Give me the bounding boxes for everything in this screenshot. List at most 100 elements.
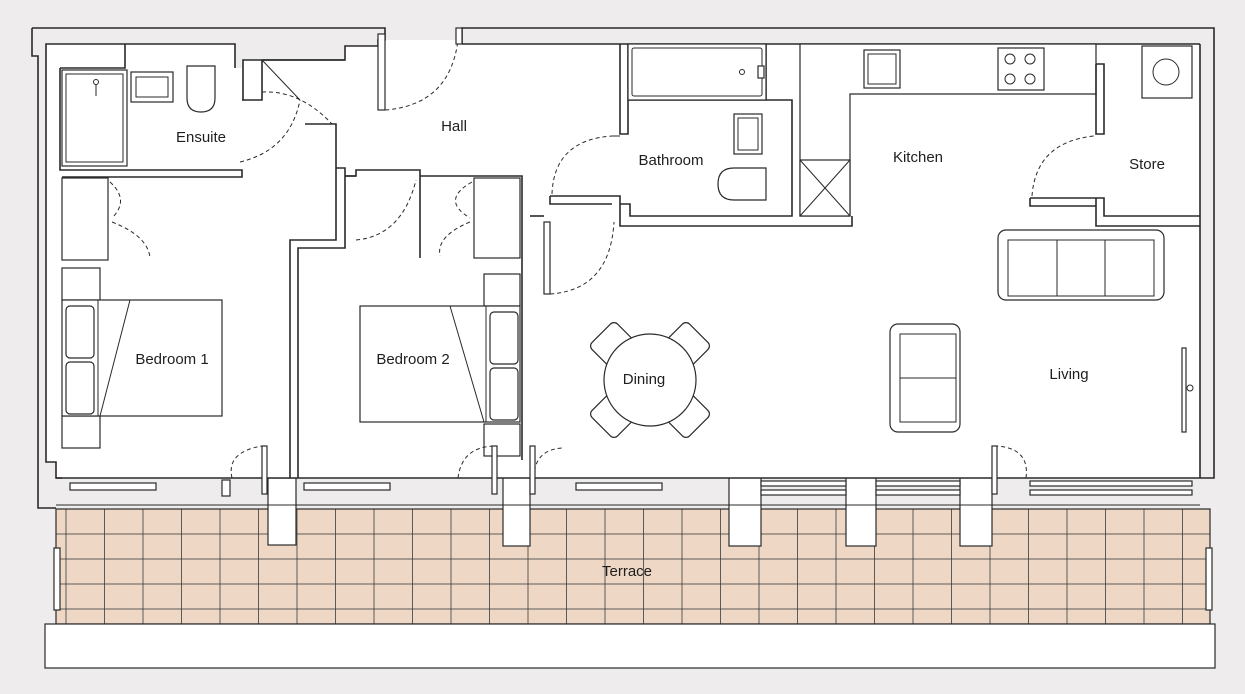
ensuite: Ensuite: [59, 44, 301, 178]
glazing-panel: [1029, 480, 1193, 487]
hall-inner-wall: [243, 59, 356, 478]
bedroom1-balcony-door: [230, 445, 263, 479]
duvet-fold: [449, 305, 485, 423]
room-label-ensuite: Ensuite: [176, 129, 226, 146]
hob-burner-icon: [1004, 73, 1016, 85]
bathroom-toilet: [717, 167, 767, 201]
bedroom2-balcony-door-leaf: [491, 445, 498, 495]
bedroom-1: Bedroom 1: [61, 177, 268, 497]
hall: Hall: [243, 27, 467, 478]
pillow: [65, 305, 95, 359]
room-label-terrace: Terrace: [602, 563, 652, 580]
window: [69, 482, 157, 491]
duvet-fold: [99, 299, 131, 417]
tap: [757, 65, 765, 79]
wardrobe: [61, 177, 109, 261]
shower-tray: [61, 69, 128, 167]
boiler: [1141, 45, 1193, 99]
hall-entry-door: [377, 33, 386, 111]
balcony-edge: [44, 623, 1216, 669]
shower-tray-inner: [65, 73, 124, 163]
hall-entry-swing: [384, 39, 459, 111]
room-label-living: Living: [1049, 366, 1088, 383]
kitchen: Kitchen: [799, 43, 1097, 217]
boiler-icon: [1152, 58, 1180, 86]
store-door-swing: [1031, 135, 1095, 197]
living-balcony-door-leaf: [529, 445, 536, 495]
living-balcony-door: [533, 447, 563, 479]
bedroom2-door-swing: [355, 179, 417, 241]
living-door-swing: [549, 221, 615, 295]
bedroom2-balcony-door: [457, 445, 497, 479]
sliding-glazing: [760, 480, 1193, 496]
terrace-tiles: [55, 508, 1211, 625]
room-label-hall: Hall: [441, 118, 467, 135]
wardrobe-door-swing: [439, 181, 473, 257]
living-balcony-door-leaf: [991, 445, 998, 495]
hob: [997, 47, 1045, 91]
living-balcony-door: [995, 445, 1027, 479]
glazing-panel: [760, 489, 847, 496]
tv-socket-icon: [1186, 384, 1194, 392]
sofa-seat: [1007, 239, 1155, 297]
bathroom-basin-bowl: [737, 117, 759, 151]
sofa: [997, 229, 1165, 301]
bedside-table: [61, 267, 101, 301]
living-dining: Dining Living: [529, 229, 1194, 496]
pillow: [489, 311, 519, 365]
bathroom-basin: [733, 113, 763, 155]
terrace: [44, 459, 1216, 669]
hob-burner-icon: [1024, 53, 1036, 65]
kitchen-sink: [863, 49, 901, 89]
glazing-panel: [875, 480, 961, 487]
ensuite-wall: [59, 44, 243, 178]
glazing-panel: [1029, 489, 1193, 496]
living-door: [530, 215, 615, 295]
pillow: [489, 367, 519, 421]
dining-table: [603, 333, 697, 427]
room-label-kitchen: Kitchen: [893, 149, 943, 166]
bedroom1-door-frame: [221, 479, 231, 497]
room-label-bedroom1: Bedroom 1: [135, 351, 208, 368]
bathroom-door-swing: [551, 135, 613, 195]
bedroom-2: Bedroom 2: [303, 169, 523, 495]
store: Store: [1029, 45, 1200, 227]
store-wall: [1029, 63, 1200, 227]
bedside-table: [483, 273, 521, 307]
bathroom: Bathroom: [549, 43, 853, 227]
column: [267, 477, 297, 546]
room-label-bedroom2: Bedroom 2: [376, 351, 449, 368]
wardrobe: [473, 177, 521, 259]
pillow: [65, 361, 95, 415]
ensuite-door-swing: [239, 99, 301, 163]
column: [845, 475, 877, 547]
terrace-left-rail: [53, 547, 61, 611]
bathtub: [627, 43, 767, 101]
ensuite-toilet: [186, 65, 216, 113]
hob-burner-icon: [1024, 73, 1036, 85]
window: [575, 482, 663, 491]
tv: [1181, 347, 1187, 433]
bedside-table: [483, 423, 521, 457]
terrace-right-rail: [1205, 547, 1213, 611]
room-label-store: Store: [1129, 156, 1165, 173]
bedroom1-balcony-door-leaf: [261, 445, 268, 495]
glazing-panel: [875, 489, 961, 496]
ensuite-basin-bowl: [135, 76, 169, 98]
glazing-panel: [760, 480, 847, 487]
hall-entry-door-right: [455, 27, 463, 45]
room-label-bathroom: Bathroom: [638, 152, 703, 169]
tap-icon: [739, 69, 745, 75]
living-door-leaf: [543, 221, 551, 295]
hob-burner-icon: [1004, 53, 1016, 65]
fridge-cross: [799, 159, 851, 217]
kitchen-sink-bowl: [867, 53, 897, 85]
column: [728, 475, 762, 547]
dining-set: [590, 322, 710, 438]
bedside-table: [61, 415, 101, 449]
bedroom2-wall: [345, 169, 523, 460]
ensuite-door: [261, 59, 301, 101]
wardrobe-door-swing: [109, 181, 151, 259]
room-label-dining: Dining: [623, 371, 666, 388]
